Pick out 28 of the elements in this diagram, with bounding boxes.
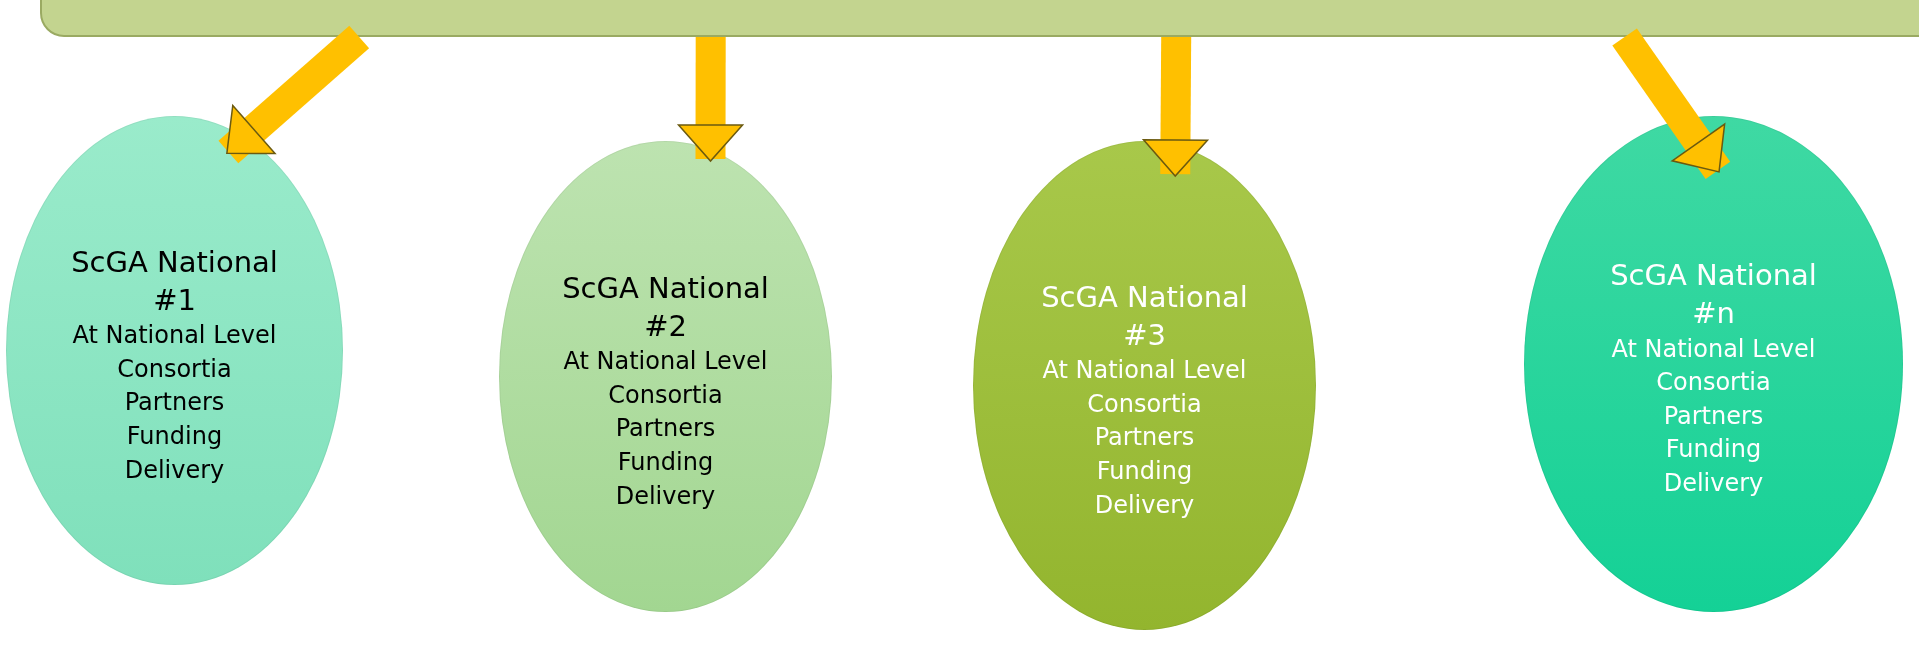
node-text: Funding (1096, 456, 1193, 487)
node-text: At National Level (1611, 333, 1816, 365)
node-text: Consortia (1087, 388, 1202, 420)
node-text: Funding (1665, 434, 1762, 466)
block-arrow (1142, 36, 1209, 177)
node-text: Delivery (1663, 468, 1764, 500)
node-text: Delivery (124, 454, 225, 486)
node-text: Consortia (608, 379, 723, 411)
node-text: At National Level (72, 320, 277, 352)
node-heading: ScGA National #1 (70, 243, 279, 319)
node-heading: ScGA National #3 (1040, 278, 1249, 354)
node-text: Funding (126, 421, 223, 452)
node-text: At National Level (1042, 355, 1247, 387)
node-text: Consortia (1656, 367, 1771, 399)
node-text: Partners (124, 387, 225, 419)
node-text: Partners (615, 413, 716, 445)
node-heading: ScGA National #2 (561, 269, 770, 345)
block-arrow (218, 25, 370, 164)
node-text: Delivery (1094, 489, 1195, 521)
node-text: Delivery (615, 480, 716, 512)
node-heading: ScGA National #n (1609, 257, 1818, 332)
block-arrow (1612, 28, 1731, 179)
node-text: Partners (1663, 400, 1764, 432)
node-text: Consortia (117, 353, 232, 385)
node-text: At National Level (563, 346, 768, 378)
node-text: Partners (1094, 422, 1195, 454)
block-arrow (677, 37, 744, 162)
node-text: Funding (617, 447, 714, 478)
